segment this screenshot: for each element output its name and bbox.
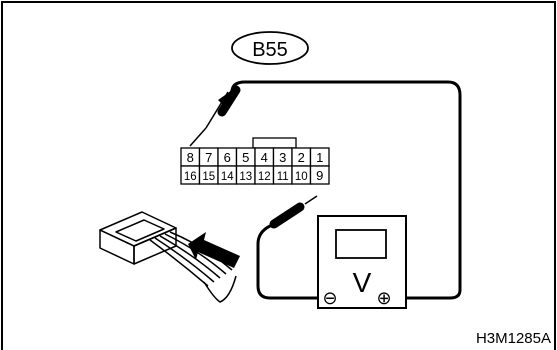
wire-positive (230, 80, 462, 300)
connector-pin-number: 13 (239, 171, 252, 183)
wire-negative (256, 224, 320, 300)
connector-pin-number: 8 (187, 150, 194, 165)
connector-latch (252, 137, 297, 149)
meter-negative-terminal: ⊖ (322, 288, 337, 308)
connector-pin-number: 15 (202, 171, 215, 183)
voltmeter-icon: V ⊖ ⊕ (317, 215, 407, 309)
probe-top (189, 85, 241, 147)
connector-pin-cell (309, 165, 330, 185)
connector-pin-number: 11 (277, 171, 289, 183)
connector-pin-number: 10 (295, 171, 308, 183)
connector-pin-number: 3 (279, 150, 286, 165)
connector-pin-number: 12 (258, 171, 271, 183)
connector-pin-number: 5 (242, 150, 249, 165)
connector-pin-number: 1 (316, 150, 323, 165)
connector-pin-number: 14 (221, 171, 234, 183)
connector-pin-number: 16 (184, 171, 197, 183)
connector-label: B55 (231, 31, 309, 65)
figure-code: H3M1285A (476, 330, 551, 347)
meter-symbol: V (353, 267, 372, 298)
connector-pin-number: 4 (261, 150, 268, 165)
connector-pin-number: 9 (316, 168, 323, 183)
probe-lower (269, 195, 318, 229)
insert-arrow-icon (188, 232, 240, 268)
meter-positive-terminal: ⊕ (376, 288, 391, 308)
harness-connector-icon (99, 211, 237, 303)
connector-pin-number: 2 (298, 150, 305, 165)
connector-label-text: B55 (252, 39, 288, 61)
connector-pin-number: 7 (205, 150, 212, 165)
connector-pin-number: 6 (224, 150, 231, 165)
